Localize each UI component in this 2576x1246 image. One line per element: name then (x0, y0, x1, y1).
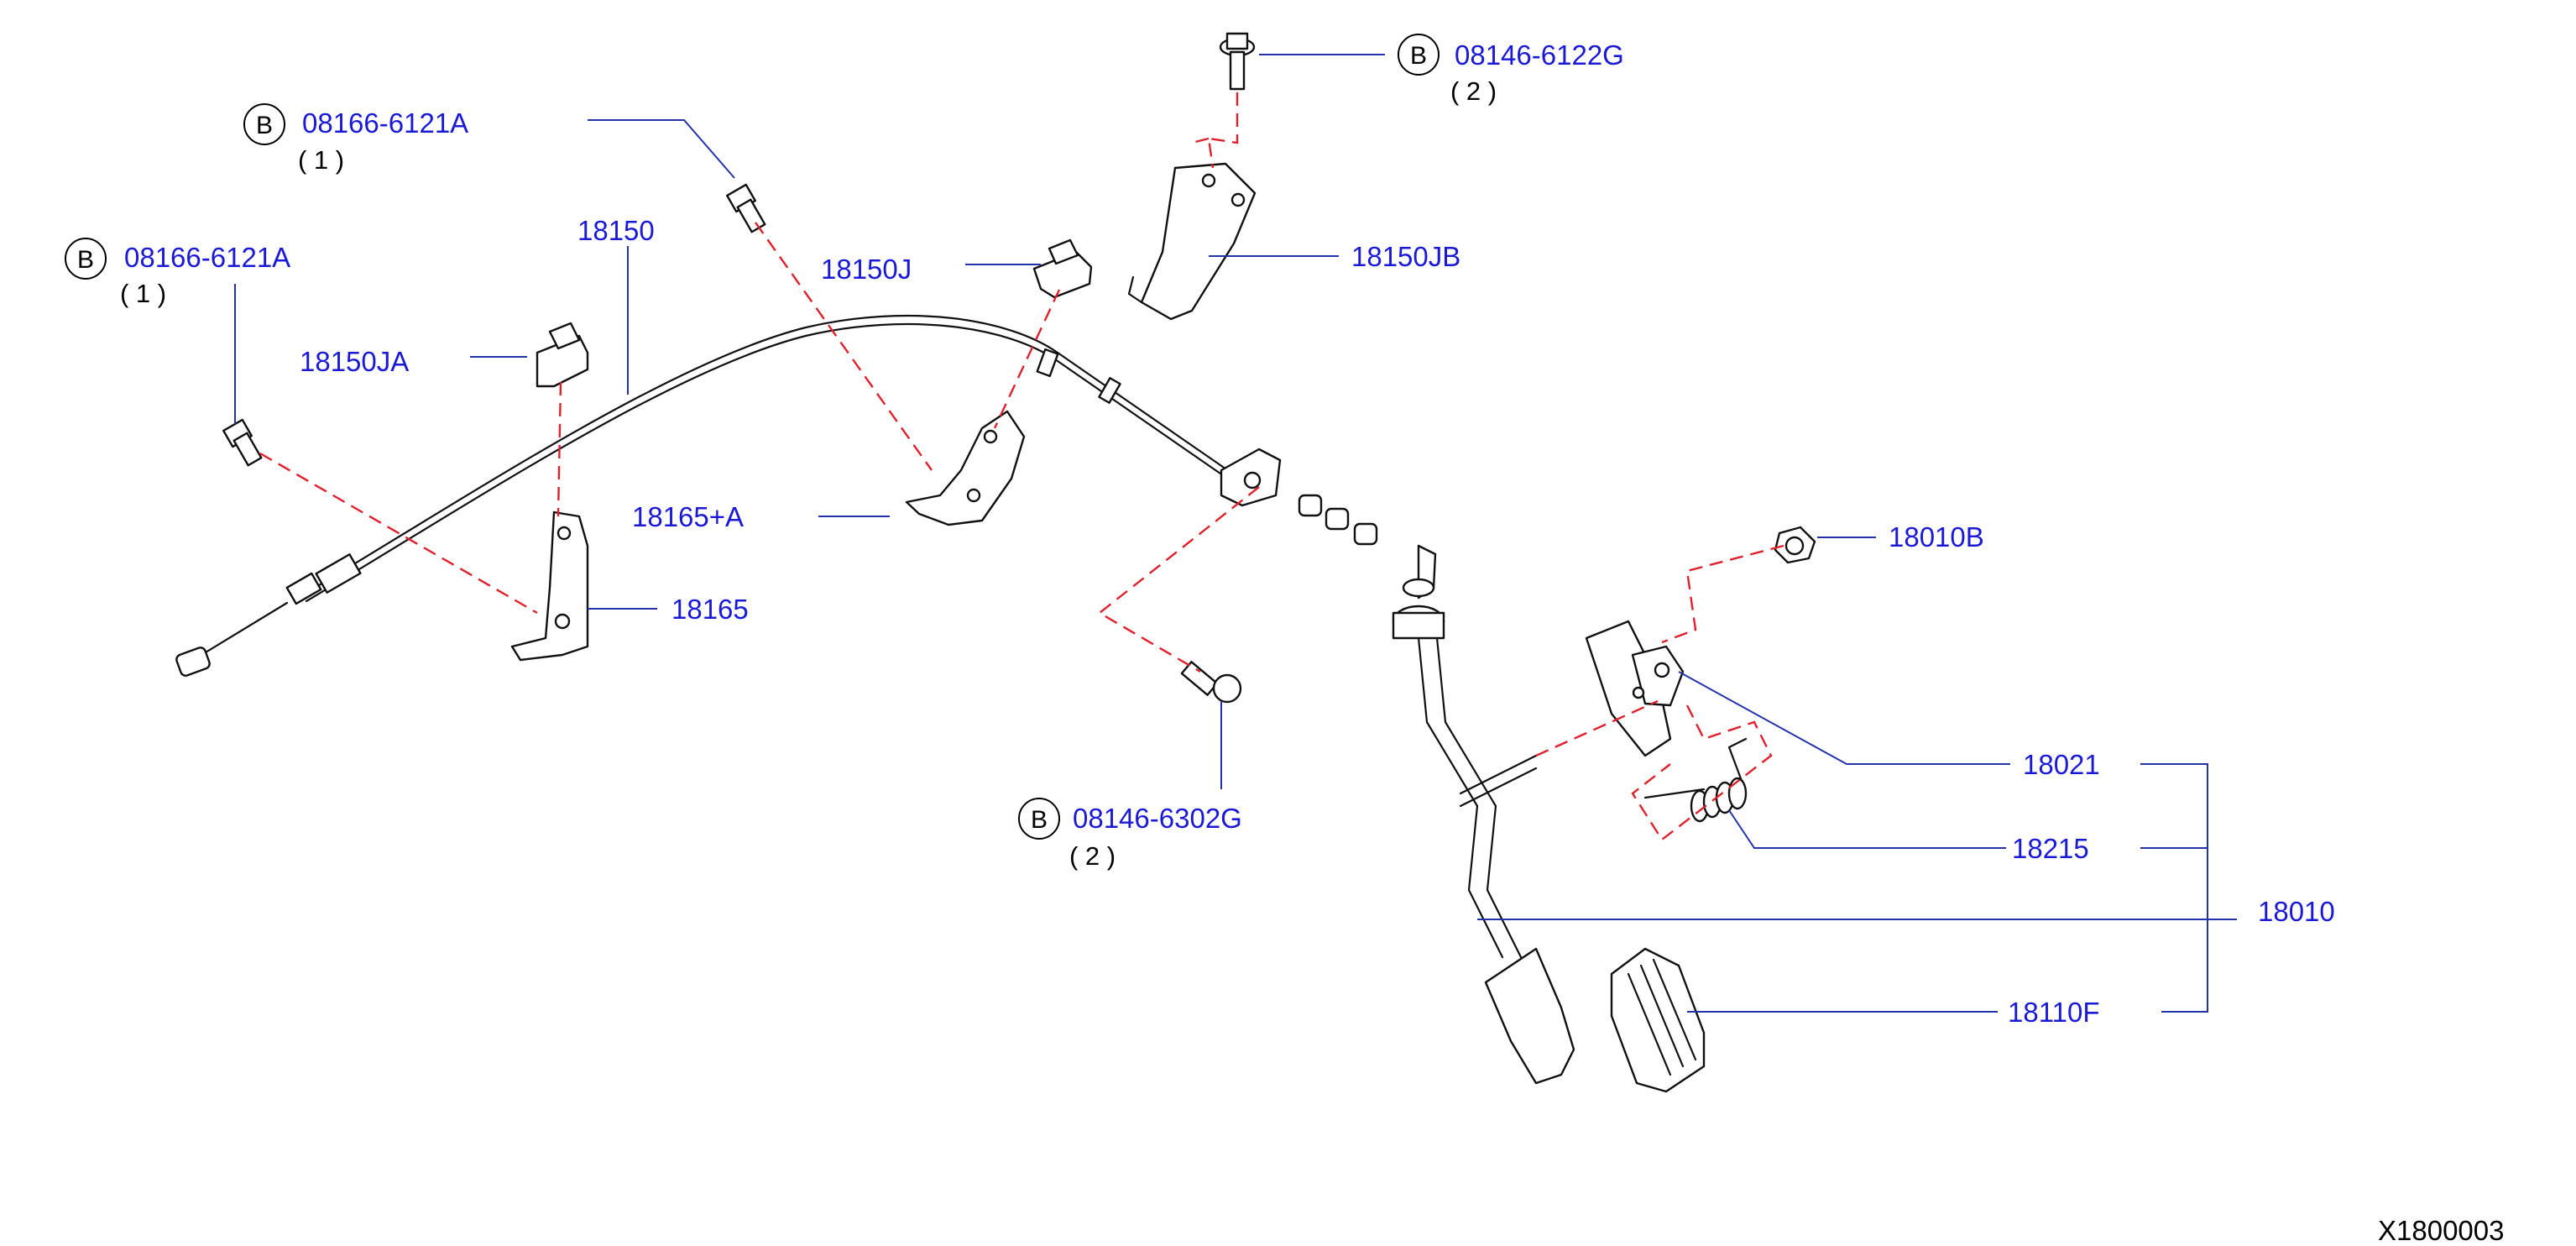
bolt-08146-6302G (1180, 661, 1242, 704)
callout-badge: B (1410, 42, 1427, 70)
quantity-label: ( 2 ) (1450, 76, 1497, 106)
part-number-label: 08166-6121A (124, 242, 290, 273)
label-18150[interactable]: 18150 (577, 215, 655, 246)
label-18150JB[interactable]: 18150JB (1351, 241, 1460, 272)
bolt-08166-left (222, 418, 263, 467)
clip-18150JA (536, 322, 589, 388)
label-18165A[interactable]: 18165+A (632, 501, 744, 532)
part-number-label: 08146-6302G (1073, 803, 1242, 834)
label-18150J[interactable]: 18150J (821, 254, 912, 285)
part-number-label: 08146-6122G (1455, 39, 1624, 71)
callout-08146-6122G[interactable]: B 08146-6122G ( 2 ) (1398, 34, 1624, 106)
callout-badge: B (77, 246, 94, 274)
label-18021[interactable]: 18021 (2023, 749, 2100, 780)
label-18150JA[interactable]: 18150JA (300, 346, 409, 377)
callout-badge: B (256, 112, 273, 139)
label-18010B[interactable]: 18010B (1889, 521, 1984, 552)
label-18165[interactable]: 18165 (671, 594, 749, 625)
quantity-label: ( 1 ) (298, 145, 344, 175)
callout-08166-left[interactable]: B 08166-6121A ( 1 ) (65, 238, 290, 308)
bracket-18165A (905, 410, 1026, 526)
diagram-reference-code: X1800003 (2378, 1215, 2504, 1246)
bolt-08146-6122G (1219, 32, 1256, 91)
label-18215[interactable]: 18215 (2012, 833, 2089, 864)
spring-18215 (1643, 737, 1748, 823)
quantity-label: ( 2 ) (1069, 841, 1116, 871)
callout-badge: B (1031, 806, 1048, 834)
callout-08166-top[interactable]: B 08166-6121A ( 1 ) (243, 103, 468, 175)
quantity-label: ( 1 ) (120, 279, 166, 308)
clip-18150J (1032, 238, 1093, 299)
bracket-18165 (510, 510, 589, 662)
label-18110F[interactable]: 18110F (2008, 997, 2099, 1028)
pedal-assembly-18010 (1392, 544, 1685, 1085)
assembly-dashed-lines (259, 92, 1784, 841)
nut-18010B (1774, 526, 1816, 564)
bolt-08166-top (726, 183, 766, 233)
accelerator-cable (175, 314, 1378, 677)
leader-lines (234, 54, 2237, 1013)
callout-08146-6302G[interactable]: B 08146-6302G ( 2 ) (1018, 798, 1242, 871)
part-number-label: 08166-6121A (302, 107, 468, 139)
label-18010[interactable]: 18010 (2258, 896, 2335, 927)
pedal-pad-18110F (1610, 947, 1706, 1093)
bracket-18150JB (1127, 162, 1257, 321)
